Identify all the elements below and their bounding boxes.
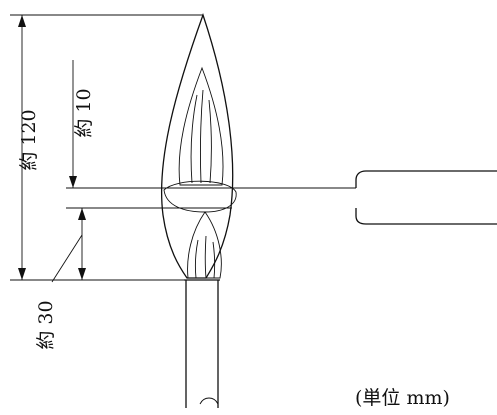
burner-tube-valve — [199, 397, 219, 405]
total-height-label: 約 120 — [18, 109, 40, 170]
arrowhead-icon — [18, 268, 26, 280]
arrowhead-icon — [18, 15, 26, 27]
arrowhead-icon — [69, 176, 77, 188]
inner-flame-upper — [178, 66, 224, 186]
probe-rod — [355, 170, 497, 225]
inner-cone — [187, 211, 222, 279]
unit-label: (単位 mm) — [355, 387, 450, 409]
flame-waist-outline — [163, 180, 237, 213]
inner-flame-streak — [190, 94, 198, 184]
inner-flame-streak — [208, 99, 212, 184]
inner-cone-streak — [212, 241, 216, 279]
gap-label: 約 10 — [73, 88, 95, 137]
inner-cone-streak — [204, 235, 207, 279]
inner-cone-streak — [194, 239, 199, 279]
inner-flame-streak — [199, 89, 204, 184]
inner-cone-label: 約 30 — [35, 300, 57, 349]
burner-tube — [184, 279, 220, 408]
inner-cone-leader-line — [51, 234, 83, 283]
arrowhead-icon — [78, 208, 86, 220]
arrowhead-icon — [78, 268, 86, 280]
